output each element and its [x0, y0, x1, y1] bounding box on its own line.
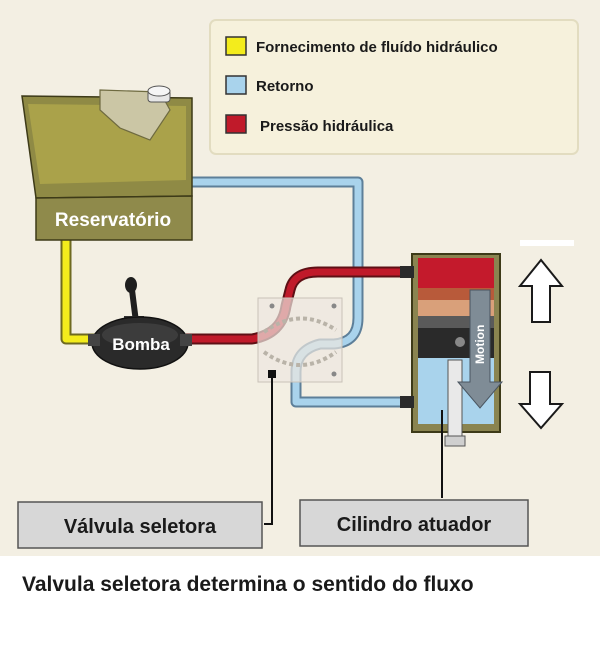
legend-box [209, 19, 579, 155]
pump: Bomba [88, 277, 192, 370]
selector-valve-callout: Válvula seletora [17, 501, 263, 549]
selector-valve [257, 297, 343, 383]
legend-swatch-pressure [225, 114, 247, 134]
reservoir: Reservatório [21, 85, 193, 241]
supply-line [60, 236, 98, 345]
fill-cap-icon [147, 85, 171, 103]
arrow-up-icon [517, 258, 565, 323]
selector-valve-marker [268, 370, 276, 378]
legend-label-supply: Fornecimento de fluído hidráulico [256, 39, 498, 56]
legend-swatch-supply [225, 36, 247, 56]
actuator-cylinder-callout: Cilindro atuador [299, 499, 529, 547]
pump-label: Bomba [112, 335, 170, 354]
selector-valve-label: Válvula seletora [64, 516, 217, 538]
reservoir-label: Reservatório [55, 210, 171, 231]
actuator-cylinder-label: Cilindro atuador [337, 514, 492, 536]
actuator-cylinder: Motion [400, 253, 504, 447]
selector-valve-body [257, 297, 343, 383]
legend-swatch-return [225, 75, 247, 95]
piston-rod [447, 359, 463, 447]
legend: Fornecimento de fluído hidráulico Retorn… [209, 19, 579, 155]
legend-label-return: Retorno [256, 78, 314, 95]
selector-valve-leader [264, 378, 273, 525]
highlight-bar [520, 240, 574, 246]
hydraulic-diagram: Fornecimento de fluído hidráulico Retorn… [0, 0, 600, 556]
reservoir-label-panel [35, 195, 193, 241]
motion-label: Motion [473, 325, 487, 364]
motion-arrow: Motion [456, 289, 504, 409]
diagram-caption: Valvula seletora determina o sentido do … [22, 573, 474, 596]
arrow-down-icon [517, 371, 565, 430]
legend-label-pressure: Pressão hidráulica [260, 118, 394, 135]
